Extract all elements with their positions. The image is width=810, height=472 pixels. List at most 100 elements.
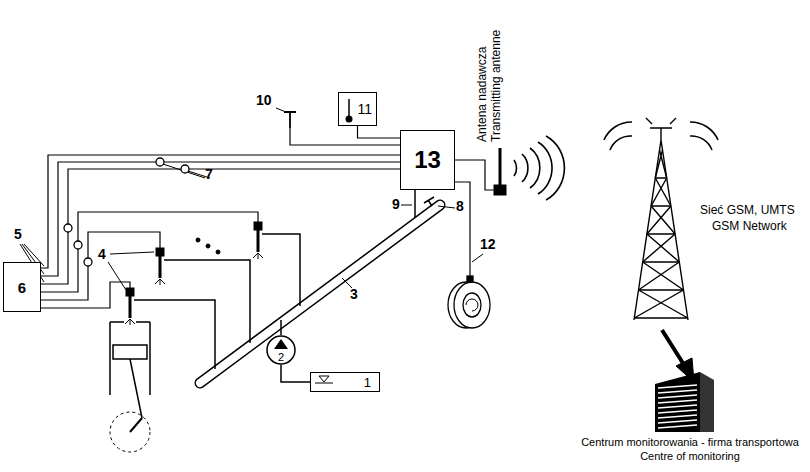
leader-lines — [401, 205, 412, 206]
injectors — [206, 244, 210, 248]
monitoring-building — [658, 385, 697, 388]
caption-text: GSM Network — [712, 220, 787, 234]
fuel-lines — [280, 320, 282, 335]
radio-waves — [530, 148, 540, 188]
monitoring-building — [658, 420, 697, 423]
injectors — [155, 279, 165, 285]
gsm-tower — [643, 234, 680, 262]
antenna — [499, 148, 502, 186]
callout-number: 4 — [98, 246, 106, 262]
radio-waves — [522, 154, 528, 182]
gsm-tower — [634, 118, 688, 320]
callout-number: 7 — [205, 166, 213, 182]
engine-cylinder — [113, 345, 147, 359]
wires — [41, 282, 130, 308]
wire-connector — [358, 126, 401, 138]
radio-waves — [610, 136, 632, 150]
injectors — [129, 296, 132, 318]
monitoring-building — [658, 410, 697, 413]
fuel-rail — [200, 205, 440, 383]
wire-connector — [41, 169, 400, 284]
monitoring-building — [658, 395, 697, 398]
injectors — [253, 253, 263, 259]
fuel-lines — [164, 260, 250, 343]
injectors — [254, 222, 262, 230]
engine-cylinder — [130, 418, 142, 432]
injectors — [257, 230, 260, 252]
rail-sensors — [414, 190, 416, 218]
unit-box: 11 — [338, 92, 377, 126]
callout-number: 8 — [456, 198, 464, 214]
radio-waves — [690, 136, 712, 150]
wires — [455, 182, 470, 276]
gsm-tower — [655, 150, 666, 178]
monitoring-building — [658, 400, 697, 403]
caption-text: Transmitting antenne — [490, 30, 504, 142]
radio-waves — [546, 136, 564, 200]
wire-connector — [41, 155, 400, 268]
callout-number: 1 — [364, 375, 371, 390]
callout-number: 6 — [18, 279, 26, 296]
tank-box: 1 — [310, 372, 380, 392]
wheel — [467, 276, 473, 282]
unit-box: 6 — [3, 262, 41, 312]
fuel-rail — [200, 205, 440, 383]
antenna — [494, 148, 506, 195]
wire-sensors-7 — [156, 158, 164, 166]
leader-lines — [438, 206, 455, 208]
monitoring-building — [655, 372, 714, 432]
unit-box: 13 — [400, 130, 455, 190]
radio-waves — [538, 142, 552, 194]
radio-waves — [514, 160, 517, 176]
engine-cylinder — [110, 412, 150, 452]
injectors — [125, 319, 135, 325]
fuel-rail — [200, 205, 440, 383]
wires — [41, 212, 258, 292]
gsm-tower — [634, 290, 687, 318]
gsm-tower — [639, 262, 684, 290]
callout-number: 10 — [256, 92, 272, 108]
wire-sensors-7 — [64, 158, 189, 266]
wires — [455, 160, 494, 190]
gsm-tower — [651, 178, 671, 206]
injectors — [159, 256, 162, 278]
wire-sensors-7 — [181, 165, 189, 173]
wheel — [454, 282, 490, 328]
gsm-tower — [647, 206, 675, 234]
callout-number: 5 — [14, 226, 22, 242]
arrow — [662, 330, 694, 382]
rail-sensors — [424, 197, 434, 206]
callout-number: 13 — [414, 146, 441, 174]
monitoring-building — [658, 390, 697, 393]
leader-lines — [472, 254, 483, 262]
monitoring-building — [655, 372, 700, 432]
fuel-lines — [134, 234, 300, 369]
monitoring-building — [658, 405, 697, 408]
caption-text: Centrum monitorowania - firma transporto… — [581, 436, 799, 449]
caption-text: Sieć GSM, UMTS — [700, 204, 795, 218]
callout-number: 11 — [357, 101, 372, 117]
wires — [290, 128, 400, 145]
sensor-probe-10 — [284, 112, 296, 128]
injectors — [216, 250, 220, 254]
engine-cylinder — [110, 322, 150, 395]
injectors — [196, 238, 200, 242]
injectors — [126, 288, 134, 296]
callout-number: 2 — [278, 351, 284, 363]
wire-sensors-7 — [74, 241, 82, 249]
leader-lines — [163, 164, 210, 178]
wheel — [463, 293, 481, 317]
callout-number: 9 — [392, 196, 400, 212]
sensor-probe-10 — [284, 112, 296, 128]
radio-waves — [514, 122, 718, 200]
leader-lines — [20, 108, 483, 290]
engine-cylinder — [110, 322, 150, 452]
antenna — [494, 185, 506, 195]
monitoring-building — [658, 415, 697, 418]
wire-connector — [41, 162, 400, 276]
wire-sensors-7 — [84, 258, 92, 266]
wire-sensors-7 — [64, 224, 72, 232]
